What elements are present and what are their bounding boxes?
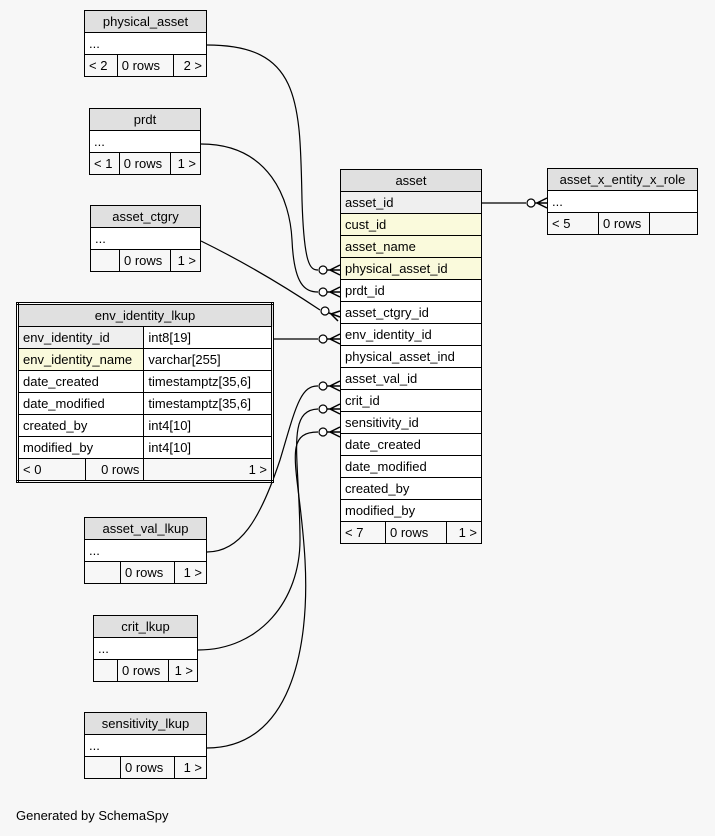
table-title[interactable]: asset_val_lkup — [84, 517, 207, 540]
table-asset_ctgry[interactable]: asset_ctgry ... 0 rows 1 > — [90, 205, 201, 272]
parents-count — [84, 756, 121, 779]
column-modified_by: modified_by — [340, 499, 482, 522]
row-count: 0 rows — [84, 458, 145, 482]
optional-marker-icon — [318, 265, 328, 275]
table-title[interactable]: sensitivity_lkup — [84, 712, 207, 735]
row-count: 0 rows — [598, 212, 650, 235]
table-title[interactable]: env_identity_lkup — [17, 303, 273, 327]
children-count[interactable]: 1 > — [167, 659, 199, 682]
optional-marker-icon — [318, 404, 328, 414]
edge-asset_ctgry-asset — [200, 240, 321, 311]
column-crit_id: crit_id — [340, 389, 482, 412]
table-asset[interactable]: asset asset_id cust_id asset_name physic… — [340, 169, 483, 544]
column-name: env_identity_name — [16, 348, 145, 371]
children-count — [649, 212, 698, 235]
parents-count[interactable]: < 7 — [340, 521, 386, 544]
table-title[interactable]: crit_lkup — [93, 615, 198, 638]
table-title[interactable]: physical_asset — [84, 10, 207, 33]
column-type: timestamptz[35,6] — [143, 370, 273, 393]
generated-by-label: Generated by SchemaSpy — [16, 808, 169, 823]
optional-marker-icon — [318, 334, 328, 344]
children-count[interactable]: 2 > — [173, 54, 207, 77]
table-crit_lkup[interactable]: crit_lkup ... 0 rows 1 > — [93, 615, 199, 682]
row-count: 0 rows — [119, 756, 176, 779]
row-count: 0 rows — [118, 152, 172, 175]
table-env_identity_lkup[interactable]: env_identity_lkup env_identity_id int8[1… — [16, 302, 274, 483]
parents-count — [90, 249, 120, 272]
children-count[interactable]: 1 > — [143, 458, 273, 482]
table-title[interactable]: asset_ctgry — [90, 205, 201, 228]
column-name: modified_by — [16, 436, 145, 459]
column-date_modified: date_modified — [340, 455, 482, 478]
column-ellipsis: ... — [84, 734, 207, 757]
row-count: 0 rows — [118, 249, 172, 272]
parents-count: < 0 — [17, 458, 86, 482]
column-prdt_id: prdt_id — [340, 279, 482, 302]
table-prdt[interactable]: prdt ... < 1 0 rows 1 > — [89, 108, 201, 175]
table-title[interactable]: prdt — [89, 108, 201, 131]
column-ellipsis: ... — [90, 227, 201, 250]
parents-count — [84, 561, 121, 584]
column-type: varchar[255] — [143, 348, 273, 371]
column-physical_asset_id: physical_asset_id — [340, 257, 482, 280]
column-cust_id: cust_id — [340, 213, 482, 236]
column-type: timestamptz[35,6] — [143, 392, 273, 415]
children-count[interactable]: 1 > — [445, 521, 483, 544]
row-count: 0 rows — [119, 561, 176, 584]
edge-physical_asset-asset — [206, 44, 319, 271]
column-ellipsis: ... — [84, 32, 207, 55]
table-asset_val_lkup[interactable]: asset_val_lkup ... 0 rows 1 > — [84, 517, 207, 584]
edge-prdt-asset — [200, 143, 319, 293]
column-type: int8[19] — [143, 326, 273, 349]
parents-count[interactable]: < 1 — [89, 152, 120, 175]
parents-count[interactable]: < 5 — [547, 212, 599, 235]
column-type: int4[10] — [143, 414, 273, 437]
optional-marker-icon — [318, 287, 328, 297]
row-count: 0 rows — [385, 521, 447, 544]
row-count: 0 rows — [116, 54, 175, 77]
row-count: 0 rows — [117, 659, 169, 682]
column-asset_ctgry_id: asset_ctgry_id — [340, 301, 482, 324]
column-asset_id: asset_id — [340, 191, 482, 214]
column-type: int4[10] — [143, 436, 273, 459]
table-asset_x_entity_x_role[interactable]: asset_x_entity_x_role ... < 5 0 rows — [547, 168, 698, 235]
column-asset_name: asset_name — [340, 235, 482, 258]
optional-marker-icon — [320, 306, 330, 316]
column-date_created: date_created — [340, 433, 482, 456]
column-ellipsis: ... — [93, 637, 198, 660]
column-created_by: created_by — [340, 477, 482, 500]
optional-marker-icon — [318, 427, 328, 437]
column-physical_asset_ind: physical_asset_ind — [340, 345, 482, 368]
column-asset_val_id: asset_val_id — [340, 367, 482, 390]
table-title[interactable]: asset — [340, 169, 482, 192]
table-physical_asset[interactable]: physical_asset ... < 2 0 rows 2 > — [84, 10, 207, 77]
column-name: date_created — [16, 370, 145, 393]
column-name: date_modified — [16, 392, 145, 415]
column-name: created_by — [16, 414, 145, 437]
optional-marker-icon — [318, 381, 328, 391]
children-count[interactable]: 1 > — [170, 249, 201, 272]
table-title[interactable]: asset_x_entity_x_role — [547, 168, 698, 191]
column-env_identity_id: env_identity_id — [340, 323, 482, 346]
children-count[interactable]: 1 > — [174, 561, 207, 584]
optional-marker-icon — [526, 198, 536, 208]
parents-count[interactable]: < 2 — [84, 54, 118, 77]
column-sensitivity_id: sensitivity_id — [340, 411, 482, 434]
children-count[interactable]: 1 > — [174, 756, 207, 779]
column-name: env_identity_id — [16, 326, 145, 349]
table-sensitivity_lkup[interactable]: sensitivity_lkup ... 0 rows 1 > — [84, 712, 207, 779]
parents-count — [93, 659, 118, 682]
column-ellipsis: ... — [84, 539, 207, 562]
children-count[interactable]: 1 > — [170, 152, 201, 175]
column-ellipsis: ... — [547, 190, 698, 213]
column-ellipsis: ... — [89, 130, 201, 153]
